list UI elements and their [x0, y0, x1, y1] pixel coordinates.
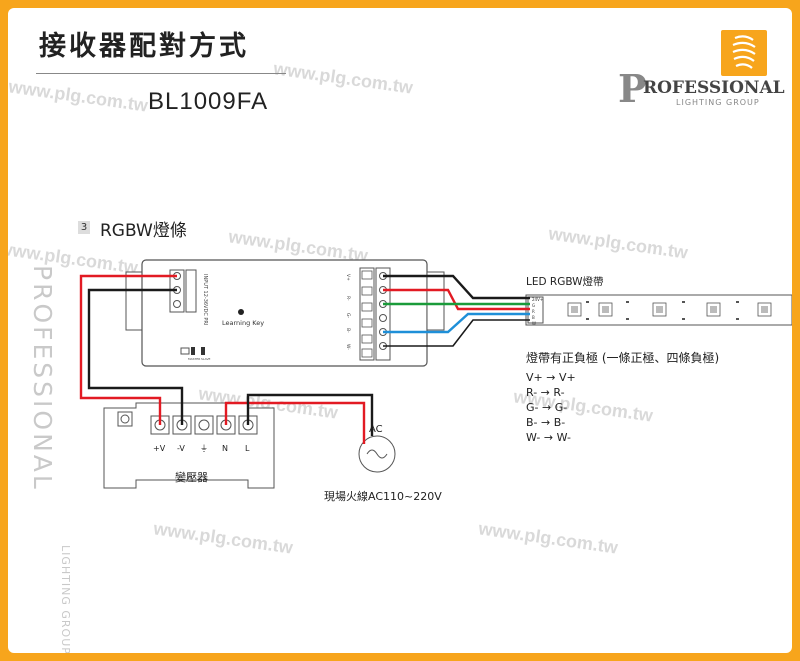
learning-key-button	[238, 309, 244, 315]
transformer-label: 變壓器	[175, 470, 208, 484]
strip-pin-24v: 24V+	[532, 297, 543, 302]
terminal-vminus: -V	[177, 444, 185, 453]
wire-power-negative	[87, 288, 184, 425]
switch-master: MASTER	[188, 357, 200, 361]
terminal-ground: ⏚	[200, 444, 208, 453]
model-number: BL1009FA	[148, 88, 269, 115]
brand-logo: P ROFESSIONAL LIGHTING GROUP	[618, 30, 788, 120]
output-label-vplus: V+	[345, 274, 351, 281]
strip-pin-b: B	[532, 315, 535, 320]
wire-power-positive	[79, 274, 177, 425]
terminal-vplus: +V	[153, 444, 166, 453]
strip-pin-r: R	[532, 309, 535, 314]
strip-pin-w: W	[532, 321, 536, 326]
wire-ac-n	[224, 401, 366, 444]
ac-label: AC	[369, 424, 383, 435]
wire-strip-r	[383, 288, 530, 311]
wire-strip-w	[383, 319, 530, 347]
wires	[79, 274, 530, 444]
output-label-r: R-	[345, 296, 351, 301]
ac-caption: 現場火線AC110~220V	[324, 490, 442, 503]
wire-strip-b	[383, 312, 530, 334]
mapping-r: R- → R-	[526, 386, 565, 399]
mapping-b: B- → B-	[526, 416, 566, 429]
ac-source: AC	[358, 424, 396, 473]
page-title: 接收器配對方式	[39, 31, 249, 62]
led-strip: 24V+ G R B W	[525, 294, 792, 326]
mapping-w: W- → W-	[526, 431, 572, 444]
switch-slave: SLAVE	[201, 357, 211, 361]
vertical-brand-sub: LIGHTING GROUP	[59, 545, 70, 653]
wire-strip-vplus	[383, 274, 530, 300]
logo-emblem	[721, 30, 767, 76]
vertical-brand-main: PROFESSIONAL	[30, 265, 57, 492]
strip-polarity-note: 燈帶有正負極 (一條正極、四條負極)	[526, 351, 720, 365]
strip-pin-g: G	[532, 303, 535, 308]
controller-input-label: INPUT 12-36VDC PRI	[202, 274, 208, 325]
wire-ac-l	[246, 393, 374, 436]
terminal-n: N	[222, 444, 228, 453]
vertical-brand: PROFESSIONAL LIGHTING GROUP	[28, 263, 72, 653]
title-divider	[36, 73, 286, 74]
logo-subtitle: LIGHTING GROUP	[676, 98, 760, 107]
section-title: RGBW燈條	[100, 221, 187, 241]
logo-initial: P	[618, 66, 647, 111]
mapping-vplus: V+ → V+	[526, 371, 576, 384]
transformer: +V -V ⏚ N L 變壓器	[103, 402, 275, 489]
output-label-g: G-	[345, 313, 351, 318]
diagram-frame: www.plg.com.tw www.plg.com.tw www.plg.co…	[8, 8, 792, 653]
wiring-diagram: INPUT 12-36VDC PRI Learning Key MASTER S…	[79, 259, 792, 489]
output-label-b: B-	[345, 328, 351, 333]
section-number: 3	[78, 221, 90, 234]
mapping-g: G- → G-	[526, 401, 568, 414]
output-label-w: W-	[345, 344, 351, 350]
learning-key-label: Learning Key	[222, 319, 264, 327]
strip-title: LED RGBW燈帶	[526, 276, 604, 288]
controller: INPUT 12-36VDC PRI Learning Key MASTER S…	[125, 259, 445, 367]
terminal-l: L	[245, 444, 250, 453]
logo-name: ROFESSIONAL	[643, 78, 785, 98]
